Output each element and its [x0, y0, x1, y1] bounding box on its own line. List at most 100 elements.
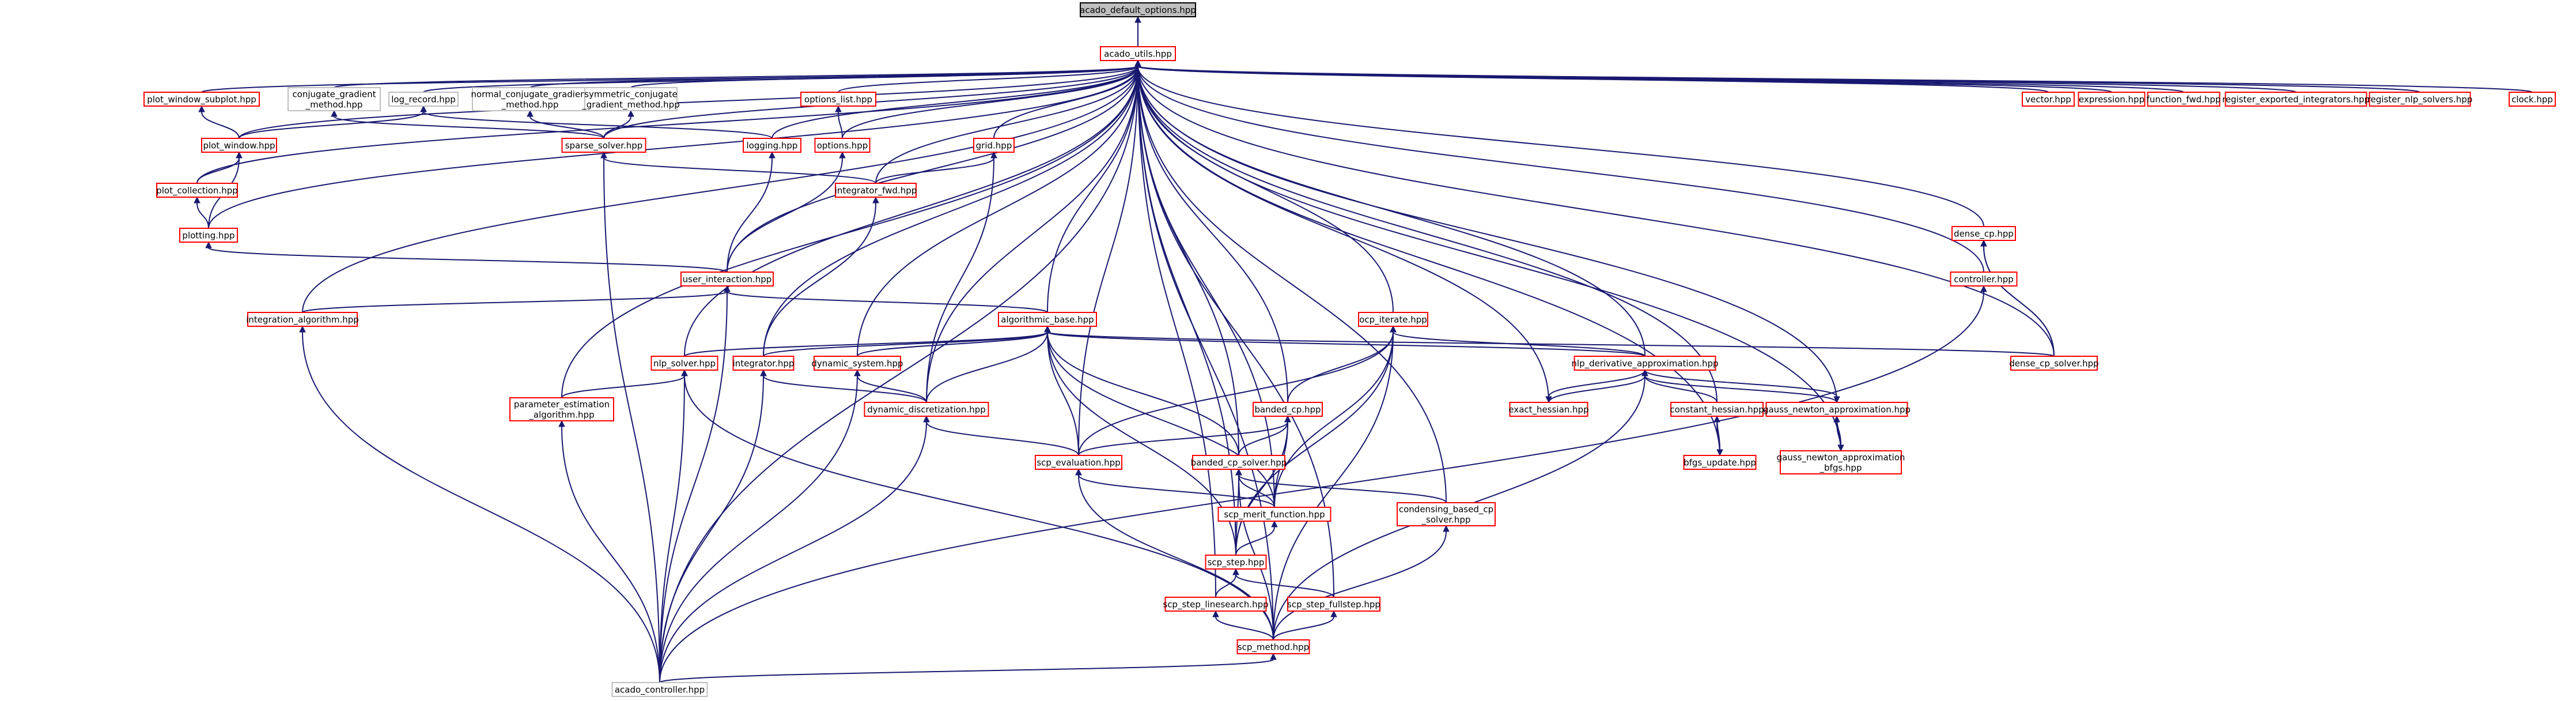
node-box[interactable] [1205, 555, 1267, 570]
node-dense_cp_solver[interactable]: dense_cp_solver.hpp [2009, 356, 2099, 371]
node-box[interactable] [179, 228, 238, 243]
node-expression[interactable]: expression.hpp [2078, 92, 2146, 107]
node-box[interactable] [2147, 92, 2221, 107]
node-banded_cp_solver[interactable]: banded_cp_solver.hpp [1191, 455, 1287, 470]
node-box[interactable] [2078, 92, 2146, 107]
node-box[interactable] [1287, 597, 1380, 612]
node-parameter_estimation[interactable]: parameter_estimation_algorithm.hpp [509, 397, 614, 421]
node-user_interaction[interactable]: user_interaction.hpp [680, 272, 774, 287]
node-box[interactable] [247, 312, 358, 327]
node-box[interactable] [1780, 450, 1902, 474]
node-register_nlp_solvers[interactable]: register_nlp_solvers.hpp [2367, 92, 2473, 107]
node-box[interactable] [650, 356, 718, 371]
node-box[interactable] [2509, 92, 2556, 107]
node-box[interactable] [143, 92, 260, 107]
node-vector[interactable]: vector.hpp [2022, 92, 2075, 107]
node-box[interactable] [973, 138, 1015, 153]
node-box[interactable] [2010, 356, 2098, 371]
node-box[interactable] [732, 356, 795, 371]
node-gauss_newton_bfgs[interactable]: gauss_newton_approximation_bfgs.hpp [1777, 450, 1905, 474]
node-plotting[interactable]: plotting.hpp [179, 228, 238, 243]
node-box[interactable] [814, 356, 901, 371]
node-box[interactable] [1236, 639, 1310, 654]
node-log_record[interactable]: log_record.hpp [388, 92, 459, 107]
node-box[interactable] [201, 138, 277, 153]
node-box[interactable] [1950, 272, 2018, 287]
node-box[interactable] [611, 682, 708, 697]
node-box[interactable] [1509, 402, 1588, 417]
node-grid[interactable]: grid.hpp [973, 138, 1015, 153]
node-box[interactable] [1683, 455, 1757, 470]
node-clock[interactable]: clock.hpp [2509, 92, 2556, 107]
node-nlp_solver[interactable]: nlp_solver.hpp [650, 356, 718, 371]
node-box[interactable] [472, 87, 588, 111]
node-box[interactable] [2369, 92, 2471, 107]
node-dense_cp[interactable]: dense_cp.hpp [1951, 226, 2016, 241]
node-scp_step_linesearch[interactable]: scp_step_linesearch.hpp [1163, 597, 1269, 612]
node-sparse_solver[interactable]: sparse_solver.hpp [561, 138, 646, 153]
node-conjugate_gradient[interactable]: conjugate_gradient_method.hpp [288, 87, 381, 111]
node-box[interactable] [561, 138, 646, 153]
node-acado_controller[interactable]: acado_controller.hpp [611, 682, 708, 697]
node-options[interactable]: options.hpp [814, 138, 871, 153]
node-scp_step_fullstep[interactable]: scp_step_fullstep.hpp [1287, 597, 1380, 612]
node-nlp_derivative_approximation[interactable]: nlp_derivative_approximation.hpp [1571, 356, 1719, 371]
node-box[interactable] [1253, 402, 1323, 417]
node-symmetric_cg[interactable]: symmetric_conjugate_gradient_method.hpp [581, 87, 680, 111]
node-box[interactable] [1217, 507, 1331, 522]
node-plot_collection[interactable]: plot_collection.hpp [156, 183, 238, 198]
node-box[interactable] [814, 138, 871, 153]
node-register_exported_integrators[interactable]: register_exported_integrators.hpp [2222, 92, 2370, 107]
node-box[interactable] [1951, 226, 2016, 241]
node-box[interactable] [584, 87, 678, 111]
node-banded_cp[interactable]: banded_cp.hpp [1253, 402, 1323, 417]
node-options_list[interactable]: options_list.hpp [800, 92, 876, 107]
node-function_fwd[interactable]: function_fwd.hpp [2147, 92, 2221, 107]
node-box[interactable] [2022, 92, 2075, 107]
node-gauss_newton[interactable]: gauss_newton_approximation.hpp [1763, 402, 1911, 417]
node-box[interactable] [998, 312, 1097, 327]
node-root[interactable]: acado_default_options.hpp [1080, 2, 1196, 17]
node-scp_evaluation[interactable]: scp_evaluation.hpp [1035, 455, 1122, 470]
node-box[interactable] [1164, 597, 1267, 612]
node-box[interactable] [1100, 46, 1176, 61]
node-exact_hessian[interactable]: exact_hessian.hpp [1508, 402, 1589, 417]
node-box[interactable] [1358, 312, 1428, 327]
node-bfgs_update[interactable]: bfgs_update.hpp [1683, 455, 1757, 470]
node-box[interactable] [288, 87, 381, 111]
node-box[interactable] [2225, 92, 2367, 107]
node-box[interactable] [800, 92, 876, 107]
node-scp_step[interactable]: scp_step.hpp [1205, 555, 1267, 570]
node-box[interactable] [1080, 2, 1196, 17]
node-condensing_based[interactable]: condensing_based_cp_solver.hpp [1397, 502, 1496, 526]
node-box[interactable] [680, 272, 774, 287]
node-box[interactable] [1397, 502, 1496, 526]
node-box[interactable] [835, 183, 917, 198]
node-box[interactable] [743, 138, 801, 153]
node-box[interactable] [1573, 356, 1716, 371]
node-logging[interactable]: logging.hpp [743, 138, 801, 153]
node-controller[interactable]: controller.hpp [1950, 272, 2018, 287]
node-plot_window[interactable]: plot_window.hpp [201, 138, 277, 153]
node-integrator_fwd[interactable]: integrator_fwd.hpp [835, 183, 917, 198]
node-algorithmic_base[interactable]: algorithmic_base.hpp [998, 312, 1097, 327]
node-dynamic_discretization[interactable]: dynamic_discretization.hpp [864, 402, 989, 417]
node-box[interactable] [1765, 402, 1908, 417]
node-utils[interactable]: acado_utils.hpp [1100, 46, 1176, 61]
node-ocp_iterate[interactable]: ocp_iterate.hpp [1358, 312, 1428, 327]
node-box[interactable] [864, 402, 989, 417]
node-box[interactable] [1035, 455, 1122, 470]
node-normal_cg[interactable]: normal_conjugate_gradient_method.hpp [471, 87, 589, 111]
node-dynamic_system[interactable]: dynamic_system.hpp [811, 356, 903, 371]
node-scp_merit_function[interactable]: scp_merit_function.hpp [1217, 507, 1331, 522]
node-box[interactable] [1670, 402, 1764, 417]
node-box[interactable] [156, 183, 238, 198]
node-constant_hessian[interactable]: constant_hessian.hpp [1670, 402, 1764, 417]
node-integration_algorithm[interactable]: integration_algorithm.hpp [246, 312, 359, 327]
node-box[interactable] [509, 397, 614, 421]
node-box[interactable] [1192, 455, 1285, 470]
node-plot_window_subplot[interactable]: plot_window_subplot.hpp [143, 92, 260, 107]
node-integrator[interactable]: integrator.hpp [732, 356, 795, 371]
node-box[interactable] [388, 92, 459, 107]
node-scp_method[interactable]: scp_method.hpp [1236, 639, 1310, 654]
